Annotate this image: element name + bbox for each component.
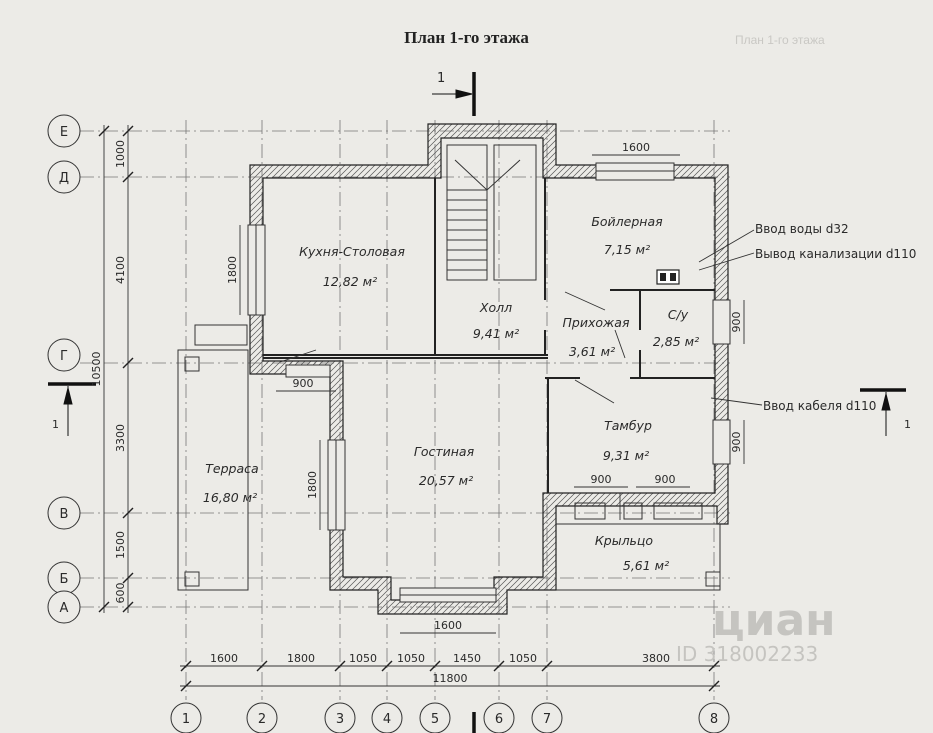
- dim-top-window: 1600: [622, 141, 650, 154]
- room-hall-area: 9,41 м²: [473, 326, 519, 341]
- dim-bottom-3: 1050: [349, 652, 377, 665]
- dim-bottom-1: 1600: [210, 652, 238, 665]
- room-tambur-area: 9,31 м²: [603, 448, 649, 463]
- room-porch-name: Крыльцо: [595, 533, 654, 548]
- dim-tambur-right: 900: [655, 473, 676, 486]
- room-living-area: 20,57 м²: [419, 473, 473, 488]
- axis-row-g: Г: [60, 349, 68, 364]
- dim-right-lower: 900: [730, 432, 743, 453]
- room-boiler-name: Бойлерная: [591, 214, 663, 229]
- callout-leaders: [698, 229, 763, 406]
- section-label-top: 1: [437, 71, 445, 86]
- dim-bottom-2: 1800: [287, 652, 315, 665]
- column-axis-bubbles: [170, 702, 730, 733]
- room-living-name: Гостиная: [414, 444, 475, 459]
- axis-col-8: 8: [710, 712, 718, 727]
- axis-row-v: В: [60, 507, 69, 522]
- windows: [247, 162, 731, 603]
- dim-bottom-5: 1450: [453, 652, 481, 665]
- room-terrace-area: 16,80 м²: [203, 490, 257, 505]
- room-porch-area: 5,61 м²: [623, 558, 669, 573]
- room-entry-area: 3,61 м²: [569, 344, 615, 359]
- terrace-outline: [177, 324, 249, 591]
- dim-living-window: 1800: [306, 471, 319, 499]
- dim-right-upper: 900: [730, 312, 743, 333]
- section-label-left: 1: [52, 418, 59, 431]
- axis-col-1: 1: [182, 712, 190, 727]
- dim-kitchen-window: 1800: [226, 256, 239, 284]
- dimension-ticks: [98, 125, 720, 692]
- room-wc-area: 2,85 м²: [653, 334, 699, 349]
- dim-left-1: 1000: [114, 140, 127, 168]
- room-entry-name: Прихожая: [563, 315, 630, 330]
- axis-row-e: Е: [60, 125, 68, 140]
- porch-outline: [556, 502, 721, 591]
- interior-walls: [263, 178, 715, 493]
- dim-left-3: 3300: [114, 424, 127, 452]
- axis-row-d: Д: [59, 171, 69, 186]
- dim-bottom-7: 3800: [642, 652, 670, 665]
- dim-left-2: 4100: [114, 256, 127, 284]
- axis-col-6: 6: [495, 712, 503, 727]
- page-title: План 1-го этажа: [404, 28, 529, 47]
- staircase: [446, 144, 537, 281]
- dim-total-bottom: 11800: [433, 672, 468, 685]
- room-hall-name: Холл: [479, 300, 512, 315]
- section-label-right: 1: [904, 418, 911, 431]
- cian-watermark: циан ID 318002233: [676, 595, 836, 666]
- dim-tambur-left: 900: [591, 473, 612, 486]
- section-markers: [48, 72, 906, 733]
- watermark-id: ID 318002233: [676, 642, 818, 666]
- axis-row-a: А: [60, 601, 69, 616]
- dim-bottom-window: 1600: [434, 619, 462, 632]
- dim-left-4: 1500: [114, 531, 127, 559]
- callout-water: Ввод воды d32: [755, 222, 849, 236]
- axis-col-7: 7: [543, 712, 551, 727]
- room-boiler-area: 7,15 м²: [604, 242, 650, 257]
- dim-left-5: 600: [114, 583, 127, 604]
- room-tambur-name: Тамбур: [604, 418, 652, 433]
- axis-col-2: 2: [258, 712, 266, 727]
- callout-sewer: Вывод канализации d110: [755, 247, 916, 261]
- dim-bottom-4: 1050: [397, 652, 425, 665]
- axis-col-4: 4: [383, 712, 391, 727]
- axis-col-5: 5: [431, 712, 439, 727]
- callout-cable: Ввод кабеля d110: [763, 399, 876, 413]
- room-kitchen-area: 12,82 м²: [323, 274, 377, 289]
- room-terrace-name: Терраса: [205, 461, 258, 476]
- dimension-lines: [103, 125, 745, 687]
- doors: [279, 291, 626, 520]
- header-watermark: План 1-го этажа: [735, 33, 825, 47]
- axis-row-b: Б: [60, 572, 69, 587]
- boiler-unit: [656, 269, 680, 285]
- watermark-brand: циан: [712, 595, 836, 646]
- room-wc-name: С/у: [668, 307, 689, 322]
- row-axis-bubbles: [47, 114, 81, 624]
- dim-terrace-door: 900: [293, 377, 314, 390]
- dim-bottom-6: 1050: [509, 652, 537, 665]
- room-kitchen-name: Кухня-Столовая: [299, 244, 405, 259]
- dim-total-left: 10500: [90, 352, 103, 387]
- axis-col-3: 3: [336, 712, 344, 727]
